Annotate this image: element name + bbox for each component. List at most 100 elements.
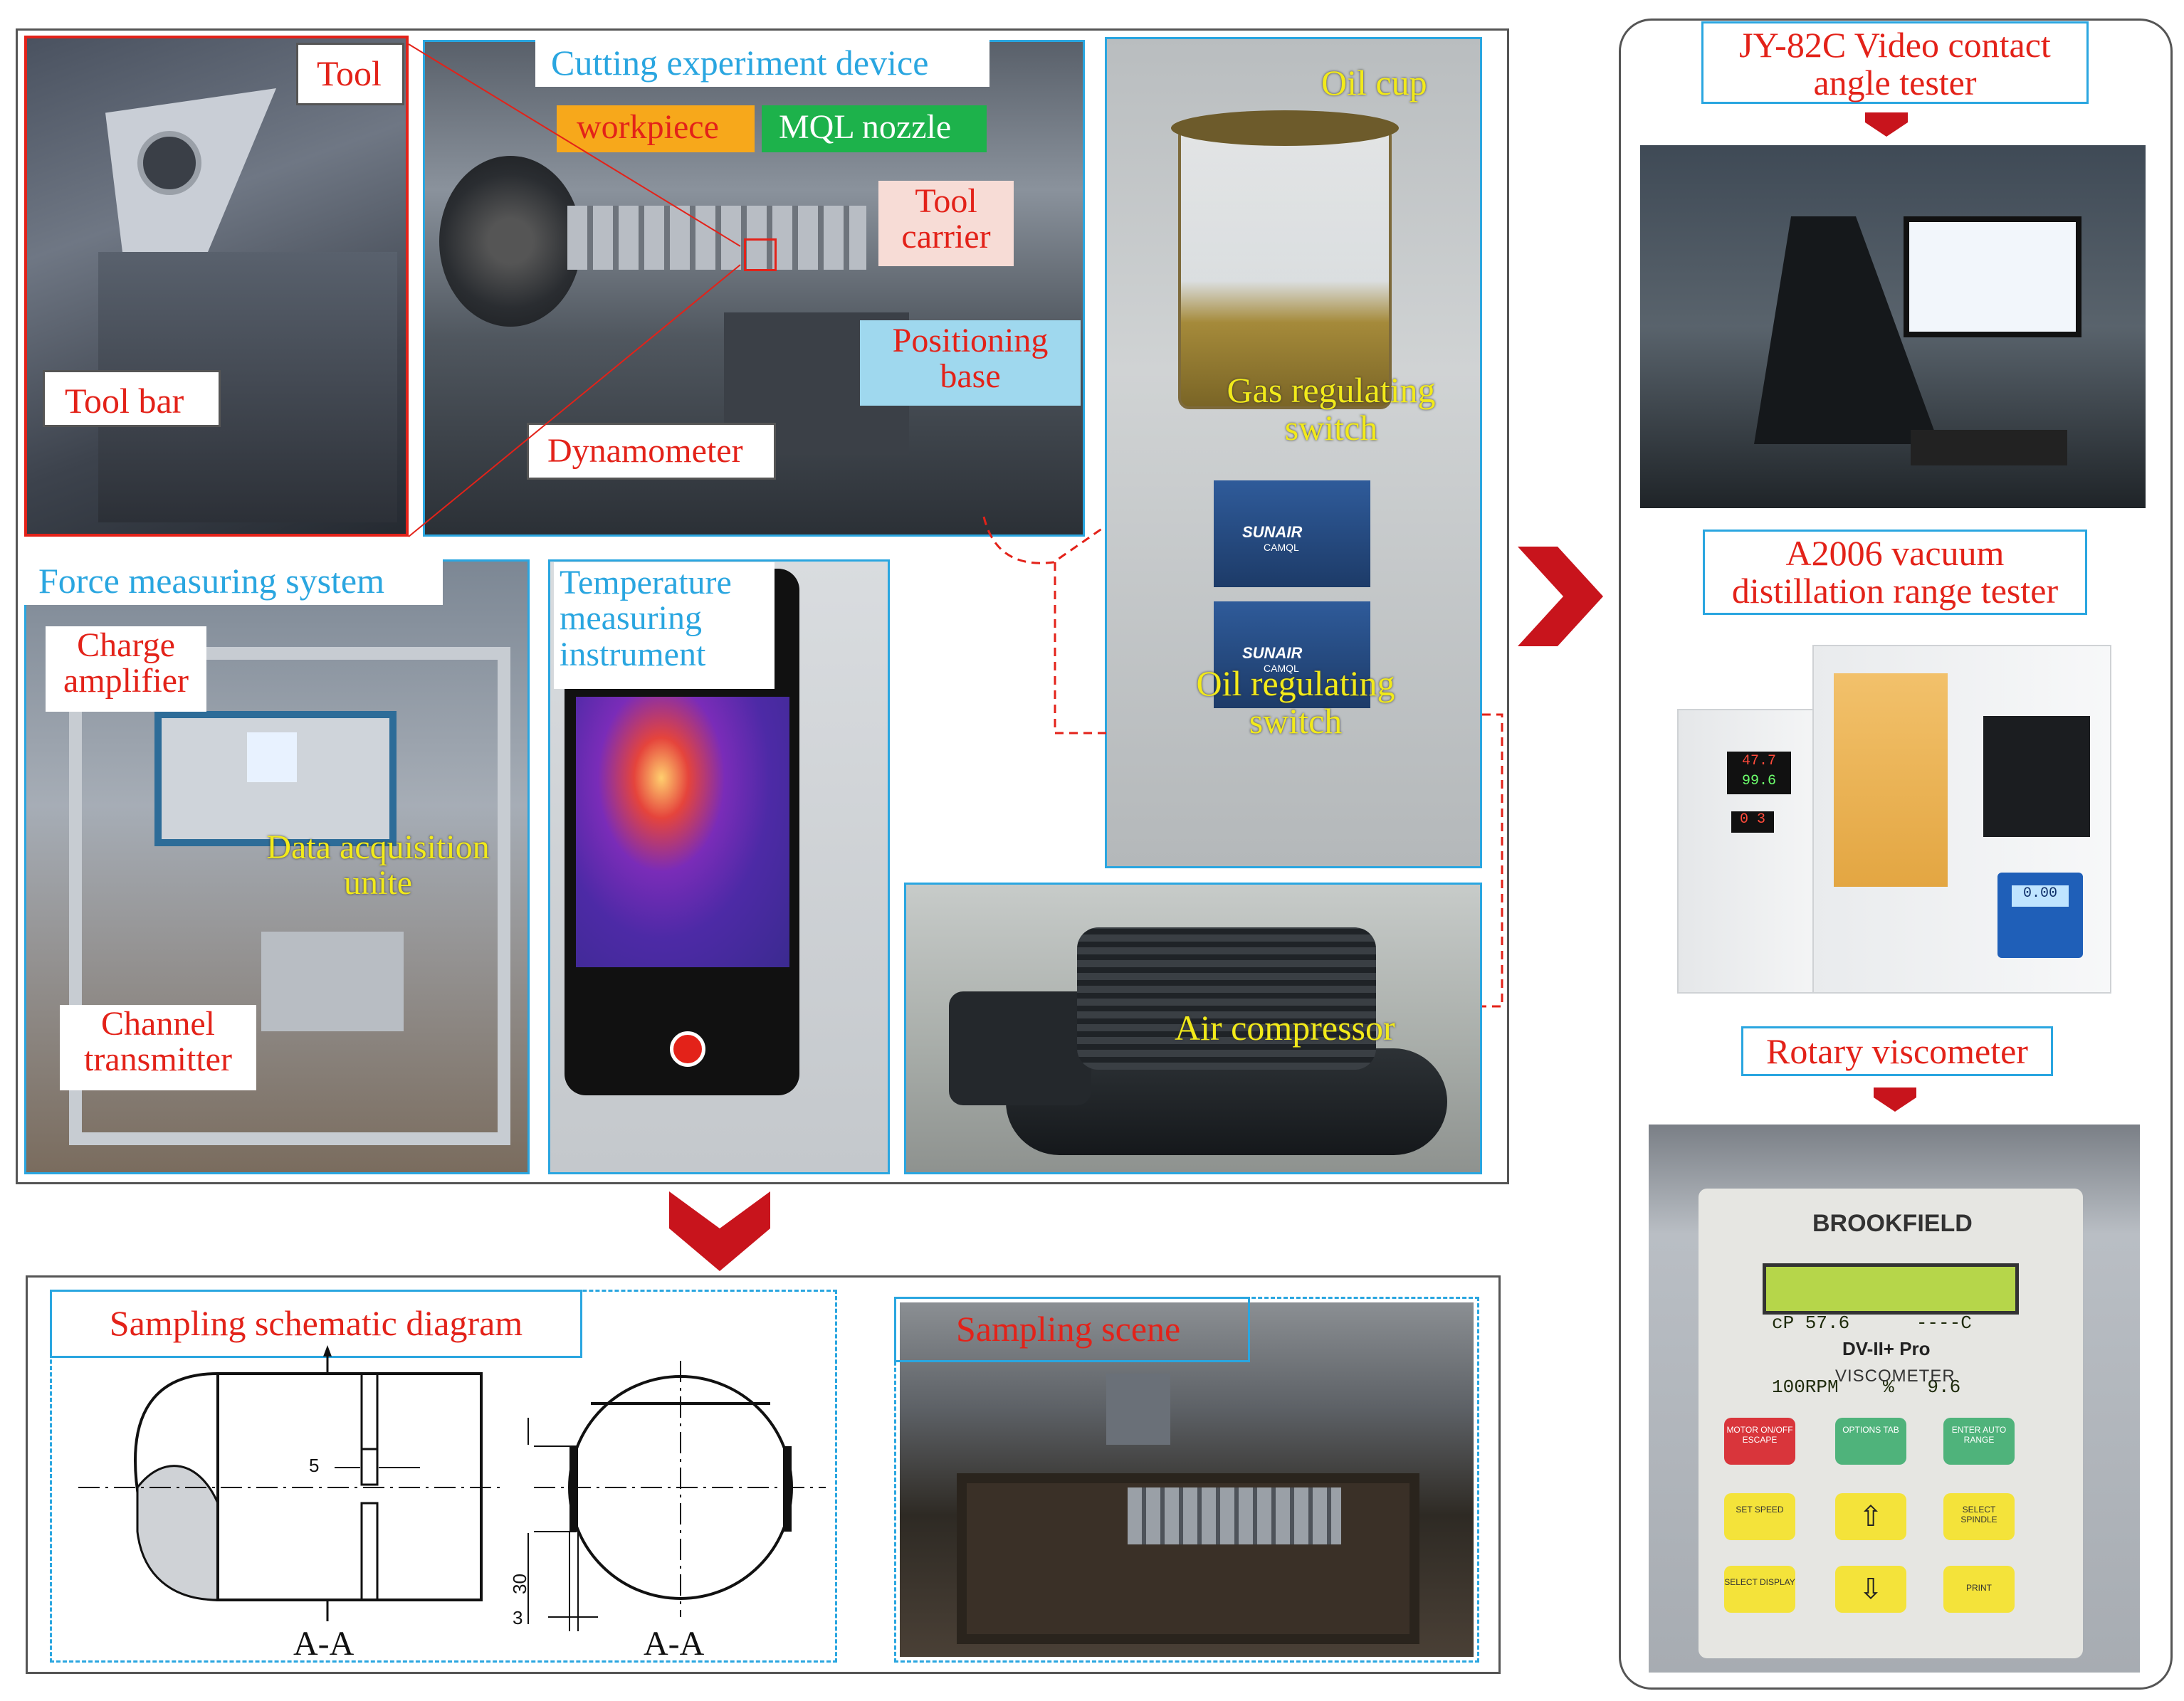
positioning-line2: base bbox=[940, 357, 1001, 396]
oil-switch-line2: switch bbox=[1249, 700, 1343, 741]
dim-5: 5 bbox=[309, 1455, 320, 1476]
focus-box bbox=[744, 238, 777, 271]
valve-2-model: CAMQL bbox=[1264, 663, 1299, 674]
btn-spindle: SELECT SPINDLE bbox=[1943, 1493, 2015, 1540]
top-panel-frame bbox=[16, 28, 1509, 1184]
schematic-title: Sampling schematic diagram bbox=[50, 1290, 582, 1358]
contact-angle-photo bbox=[1640, 145, 2146, 508]
positioning-label: Positioning base bbox=[860, 320, 1081, 406]
section-flat-right bbox=[783, 1446, 792, 1532]
oil-cup-label: Oil cup bbox=[1321, 63, 1427, 102]
gas-switch-line1: Gas regulating bbox=[1227, 370, 1436, 410]
lathe-chuck bbox=[439, 156, 582, 327]
daq-line1: Data acquisition bbox=[266, 828, 490, 866]
scene-tank bbox=[957, 1473, 1419, 1644]
groove-2 bbox=[360, 1448, 379, 1486]
btn-options: OPTIONS TAB bbox=[1835, 1418, 1906, 1465]
arrow-down-small-icon bbox=[1865, 112, 1908, 137]
section-flat-left bbox=[569, 1446, 578, 1532]
bottom-panel-frame bbox=[26, 1275, 1501, 1674]
gas-switch-label: Gas regulating switch bbox=[1217, 372, 1445, 446]
btn-display: SELECT DISPLAY bbox=[1724, 1566, 1795, 1613]
oil-switch-label: Oil regulating switch bbox=[1182, 665, 1409, 739]
distill-dark-window bbox=[1983, 716, 2090, 837]
tool-carrier-label: Tool carrier bbox=[878, 181, 1014, 266]
oil-switch-line1: Oil regulating bbox=[1196, 663, 1395, 703]
amplifier-screen bbox=[247, 732, 297, 782]
arrow-down-icon: ⇩ bbox=[1835, 1566, 1906, 1613]
dim-30: 30 bbox=[508, 1574, 530, 1594]
distill-display-3: 0.00 bbox=[2012, 885, 2069, 907]
daq-box bbox=[261, 932, 404, 1031]
viscometer-brand: BROOKFIELD bbox=[1812, 1210, 1973, 1237]
right-panel-frame bbox=[1619, 19, 2173, 1690]
gas-switch-line2: switch bbox=[1284, 407, 1378, 448]
channel-label: Channel transmitter bbox=[60, 1005, 256, 1090]
tool-screw bbox=[137, 131, 201, 195]
mql-nozzle-label: MQL nozzle bbox=[762, 105, 987, 152]
thermal-screen bbox=[576, 697, 789, 967]
tool-zoom-line-2 bbox=[408, 264, 741, 537]
distill-window bbox=[1834, 673, 1948, 887]
groove-3 bbox=[360, 1502, 379, 1601]
compressor-photo bbox=[904, 883, 1482, 1174]
temperature-label: Temperature measuring instrument bbox=[554, 562, 775, 689]
distillation-label: A2006 vacuum distillation range tester bbox=[1703, 530, 2087, 615]
distillation-photo: 47.7 99.6 0 3 0.00 bbox=[1670, 631, 2126, 1008]
distill-display-1-top: 47.7 bbox=[1741, 753, 1776, 769]
valve-1-brand: SUNAIR bbox=[1242, 523, 1303, 541]
positioning-line1: Positioning bbox=[892, 322, 1049, 359]
workpiece-shaft bbox=[567, 206, 866, 270]
schematic-drawing bbox=[78, 1345, 826, 1631]
groove-1 bbox=[360, 1372, 379, 1450]
tool-carrier-line2: carrier bbox=[901, 218, 991, 256]
valve-block-1: SUNAIR CAMQL bbox=[1214, 480, 1370, 587]
distill-display-1: 47.7 99.6 bbox=[1727, 752, 1791, 794]
shaft-hatched-end bbox=[136, 1465, 219, 1601]
connector-red-dashed-3 bbox=[1482, 713, 1503, 1008]
workpiece-label: workpiece bbox=[557, 105, 755, 152]
contact-line1: JY-82C Video contact bbox=[1739, 25, 2051, 65]
viscometer-name: VISCOMETER bbox=[1835, 1366, 1955, 1386]
temp-line2: measuring bbox=[560, 599, 702, 638]
channel-line1: Channel bbox=[101, 1005, 215, 1043]
tool-carrier-line1: Tool bbox=[915, 182, 977, 220]
tool-bar-label: Tool bar bbox=[43, 370, 221, 427]
oil-cup-body bbox=[1178, 125, 1392, 409]
btn-motor: MOTOR ON/OFF ESCAPE bbox=[1724, 1418, 1795, 1465]
rotary-label: Rotary viscometer bbox=[1741, 1026, 2053, 1076]
daq-label: Data acquisition unite bbox=[253, 828, 503, 902]
section-label-1: A-A bbox=[293, 1625, 355, 1663]
scene-title: Sampling scene bbox=[894, 1297, 1250, 1362]
valve-1-model: CAMQL bbox=[1264, 542, 1299, 553]
viscometer-lcd: cP 57.6 ----C 100RPM % 9.6 bbox=[1763, 1263, 2019, 1398]
btn-enter: ENTER AUTO RANGE bbox=[1943, 1418, 2015, 1465]
charge-line1: Charge bbox=[77, 626, 175, 664]
section-label-2: A-A bbox=[644, 1625, 705, 1663]
section-arrowhead-top bbox=[323, 1345, 332, 1357]
oil-cup-lid bbox=[1171, 110, 1399, 146]
viscometer-photo: BROOKFIELD cP 57.6 ----C 100RPM % 9.6 DV… bbox=[1649, 1125, 2140, 1673]
valve-block-2: SUNAIR CAMQL bbox=[1214, 601, 1370, 708]
compressor-label: Air compressor bbox=[1175, 1008, 1395, 1048]
mql-photo: SUNAIR CAMQL SUNAIR CAMQL bbox=[1105, 37, 1482, 868]
distill-display-1-bottom: 99.6 bbox=[1741, 773, 1776, 789]
tester-monitor bbox=[1904, 216, 2081, 337]
distill-display-2: 0 3 bbox=[1731, 811, 1774, 833]
tool-zoom-line bbox=[408, 43, 741, 247]
force-title: Force measuring system bbox=[24, 559, 443, 605]
temp-line3: instrument bbox=[560, 635, 706, 673]
lcd-line2: 100RPM % 9.6 bbox=[1772, 1376, 1961, 1398]
arrow-up-icon: ⇧ bbox=[1835, 1493, 1906, 1540]
cutting-title: Cutting experiment device bbox=[535, 40, 989, 87]
arrow-down-small-icon-2 bbox=[1874, 1088, 1916, 1112]
chevron-right-icon bbox=[1518, 547, 1603, 646]
valve-2-brand: SUNAIR bbox=[1242, 644, 1303, 662]
channel-line2: transmitter bbox=[84, 1041, 232, 1079]
connector-red-dashed-2 bbox=[1054, 562, 1111, 734]
contact-line2: angle tester bbox=[1813, 62, 1977, 102]
daq-line2: unite bbox=[344, 864, 412, 902]
connector-red-dashed bbox=[982, 516, 1106, 564]
scene-tool-head bbox=[1106, 1374, 1170, 1445]
